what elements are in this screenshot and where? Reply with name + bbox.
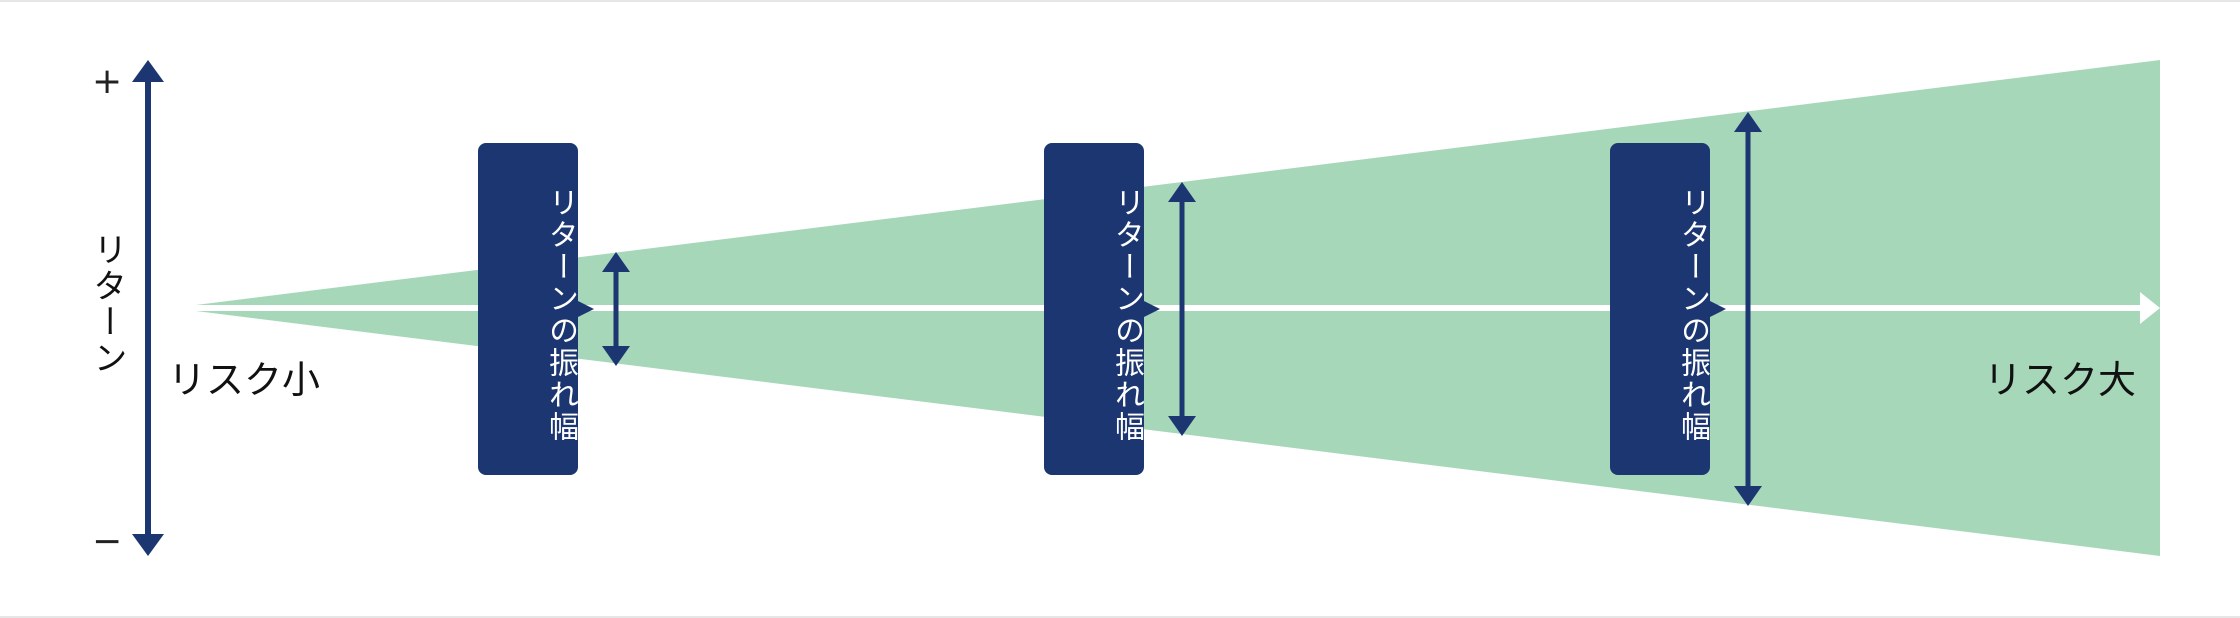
return-axis-label: リターン [87, 232, 127, 376]
return-spread-card-2-label: リターンの振れ幅 [1109, 187, 1144, 443]
return-axis-down-arrowhead [132, 534, 164, 556]
top-divider [0, 0, 2240, 2]
return-spread-card-1: リターンの振れ幅 [478, 143, 594, 475]
spread-arrow-2-bottom-head [1168, 416, 1196, 436]
risk-large-label: リスク大 [1984, 358, 2137, 402]
risk-axis-arrowhead [2140, 292, 2160, 324]
return-axis-up-arrowhead [132, 60, 164, 82]
return-spread-card-2: リターンの振れ幅 [1044, 143, 1160, 475]
risk-small-label: リスク小 [168, 358, 321, 402]
return-spread-card-1-label: リターンの振れ幅 [543, 187, 578, 443]
spread-arrow-1-bottom-head [602, 346, 630, 366]
bottom-divider [0, 616, 2240, 618]
return-spread-card-3: リターンの振れ幅 [1610, 143, 1726, 475]
spread-arrow-2-top-head [1168, 182, 1196, 202]
return-spread-card-3-label: リターンの振れ幅 [1675, 187, 1710, 443]
plus-label: + [92, 61, 123, 102]
spread-arrow-3-bottom-head [1734, 486, 1762, 506]
minus-label: − [92, 521, 123, 562]
spread-arrow-1-top-head [602, 252, 630, 272]
spread-arrow-3-top-head [1734, 112, 1762, 132]
